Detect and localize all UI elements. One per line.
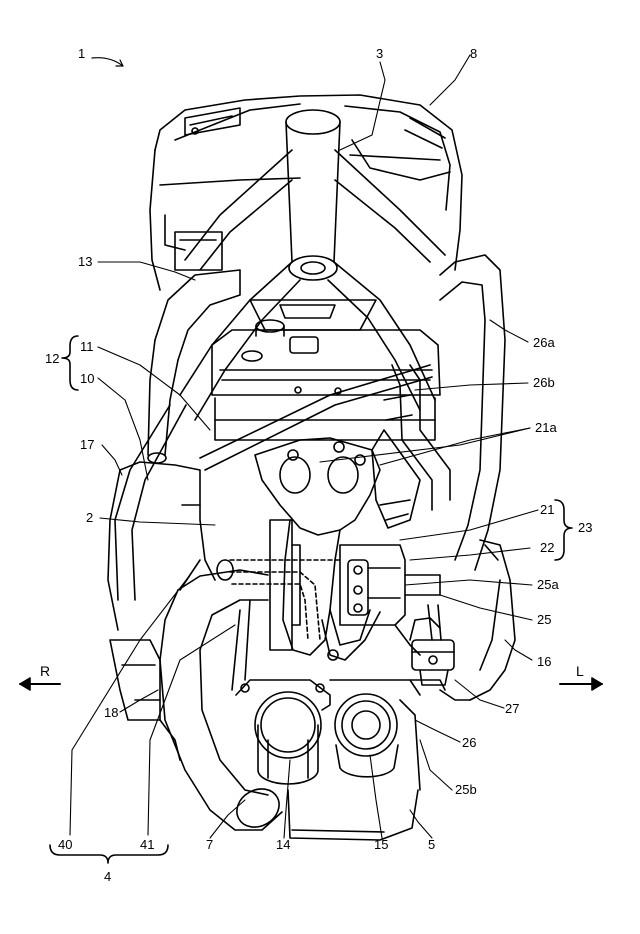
label-23: 23 — [578, 520, 593, 535]
right-hoses — [371, 254, 506, 571]
direction-label-left: L — [576, 663, 584, 679]
exhaust-manifold — [254, 437, 381, 656]
label-26: 26 — [462, 735, 477, 750]
label-3: 3 — [376, 46, 384, 61]
brace-12 — [61, 335, 79, 391]
air-box — [149, 94, 463, 291]
oil-filters — [235, 679, 399, 785]
label-25b: 25b — [455, 782, 477, 797]
direction-arrow-left — [559, 677, 603, 691]
label-21: 21 — [540, 502, 555, 517]
label-10: 10 — [80, 371, 95, 386]
oil-pan — [287, 679, 446, 841]
brace-4 — [49, 844, 169, 864]
label-22: 22 — [540, 540, 555, 555]
label-2: 2 — [86, 510, 94, 525]
label-40: 40 — [58, 837, 73, 852]
label-8: 8 — [470, 46, 478, 61]
label-13: 13 — [78, 254, 93, 269]
brace-23 — [554, 499, 573, 561]
label-11: 11 — [80, 339, 94, 354]
label-7: 7 — [206, 837, 214, 852]
reference-arrow-1 — [91, 57, 124, 67]
label-26b: 26b — [533, 375, 555, 390]
label-16: 16 — [537, 654, 552, 669]
label-1: 1 — [78, 46, 86, 61]
label-15: 15 — [374, 837, 389, 852]
label-17: 17 — [80, 437, 95, 452]
label-12: 12 — [45, 351, 60, 366]
label-18: 18 — [104, 705, 119, 720]
left-hoses — [114, 231, 241, 601]
label-14: 14 — [276, 837, 291, 852]
label-5: 5 — [428, 837, 436, 852]
wastegate-actuator — [409, 604, 455, 686]
direction-arrow-right — [19, 677, 61, 691]
leader-lines — [69, 54, 539, 839]
label-27: 27 — [505, 701, 520, 716]
turbocharger — [216, 519, 441, 661]
label-25a: 25a — [537, 577, 559, 592]
label-25: 25 — [537, 612, 552, 627]
label-26a: 26a — [533, 335, 555, 350]
direction-label-right: R — [40, 663, 51, 679]
cylinder-head — [211, 319, 441, 441]
label-41: 41 — [140, 837, 155, 852]
label-4: 4 — [104, 869, 112, 884]
label-21a: 21a — [535, 420, 557, 435]
front-exhaust-pipe — [159, 569, 283, 831]
